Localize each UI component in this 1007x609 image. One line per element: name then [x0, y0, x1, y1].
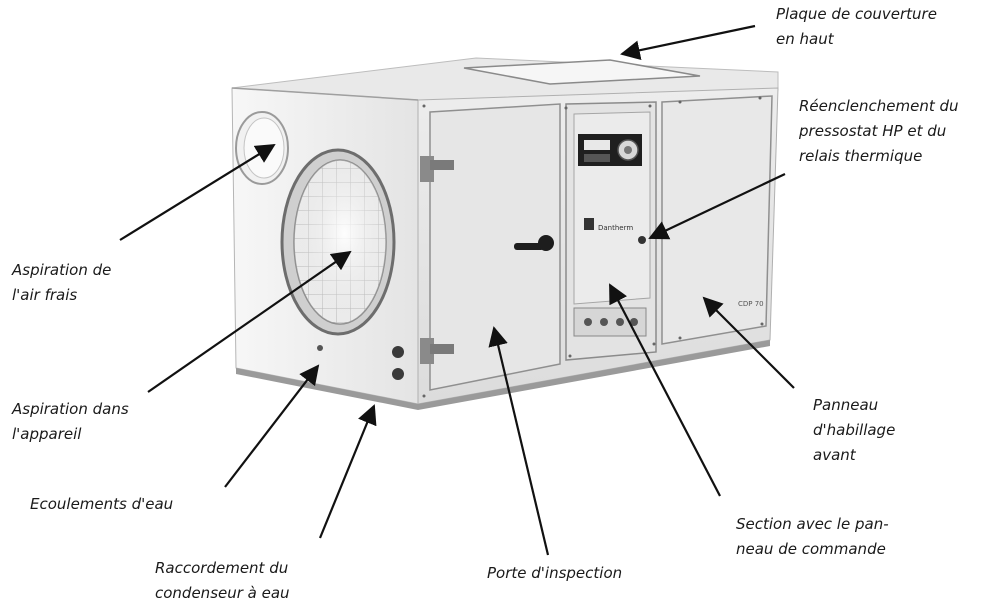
hinge-top-plate — [430, 160, 454, 170]
top-cover-plate — [463, 59, 701, 85]
label-condenser: Raccordement du condenseur à eau — [155, 559, 290, 602]
hinge-bottom-plate — [430, 344, 454, 354]
screws — [422, 96, 764, 398]
front-cover-panel: CDP 70 — [661, 95, 773, 345]
label-intake: Aspiration dans l'appareil — [12, 400, 129, 443]
label-control-section: Section avec le pan- neau de commande — [736, 515, 889, 558]
brand-text: Dantherm — [598, 224, 633, 232]
arrow-fresh-air — [119, 143, 276, 241]
fresh-air-inlet — [235, 111, 289, 185]
label-reset: Réenclenchement du pressostat HP et du r… — [799, 97, 959, 165]
arrow-reset — [648, 173, 786, 240]
brand-logo: Dantherm — [584, 218, 633, 232]
callout-arrows — [119, 24, 795, 556]
arrow-drain — [224, 364, 320, 488]
label-inspection: Porte d'inspection — [487, 564, 623, 582]
arrow-intake — [147, 250, 352, 393]
arrow-top-cover — [620, 24, 756, 61]
air-intake-grille — [280, 148, 396, 336]
label-fresh-air: Aspiration de l'air frais — [12, 261, 112, 304]
label-drain: Ecoulements d'eau — [30, 495, 174, 513]
door-handle — [514, 235, 554, 251]
control-section: Dantherm — [565, 101, 657, 361]
arrow-front-panel — [702, 296, 795, 389]
reset-button — [638, 236, 646, 244]
inspection-door — [420, 103, 561, 391]
arrow-inspection — [488, 326, 550, 556]
model-text: CDP 70 — [738, 300, 764, 308]
side-ports — [317, 345, 404, 380]
arrow-condenser — [318, 404, 377, 539]
label-top-cover: Plaque de couverture en haut — [776, 5, 937, 48]
label-front-panel: Panneau d'habillage avant — [813, 396, 896, 464]
control-panel — [578, 134, 642, 166]
arrow-control-section — [609, 283, 721, 497]
